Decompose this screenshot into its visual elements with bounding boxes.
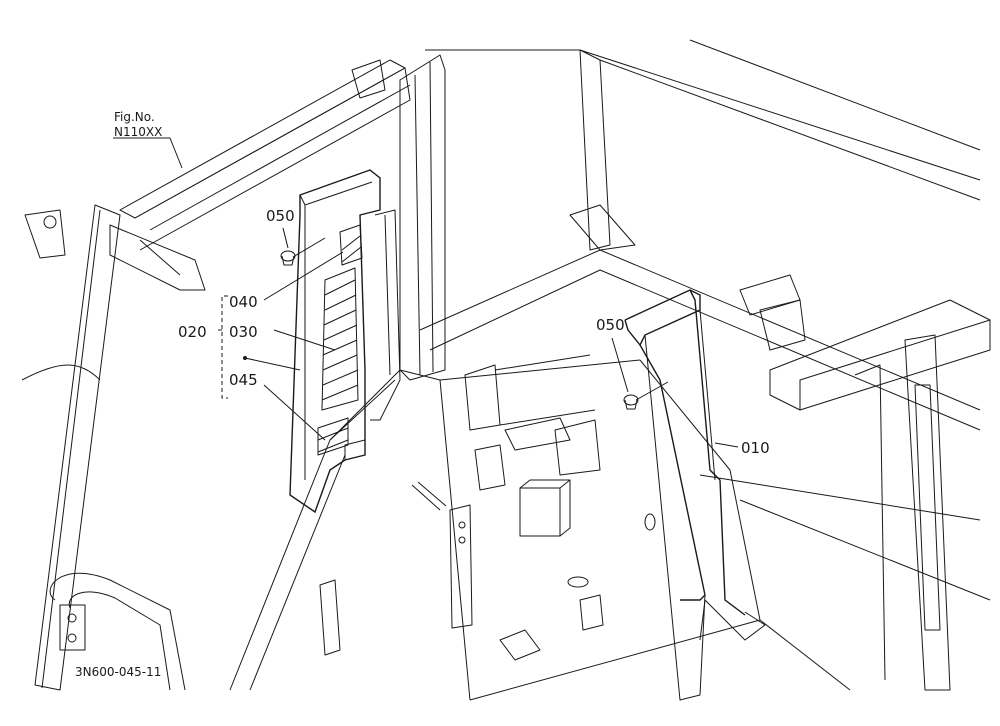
callout-045: 045 (229, 371, 258, 389)
bolt-050-right (623, 381, 669, 410)
callout-020: 020 (178, 323, 207, 341)
trim-panel-010 (624, 289, 766, 701)
callout-050-left: 050 (266, 207, 295, 225)
callout-030: 030 (229, 323, 258, 341)
callout-050-right: 050 (596, 316, 625, 334)
leader-lines (113, 137, 739, 448)
trim-panel-assembly-020 (289, 169, 401, 514)
figure-ref-number: N110XX (114, 125, 162, 139)
callout-010: 010 (741, 439, 770, 457)
cab-frame (21, 39, 991, 701)
callout-040: 040 (229, 293, 258, 311)
bolt-050-left (280, 237, 326, 266)
drawing-code: 3N600-045-11 (75, 665, 161, 679)
figure-ref-title: Fig.No. (114, 110, 155, 124)
